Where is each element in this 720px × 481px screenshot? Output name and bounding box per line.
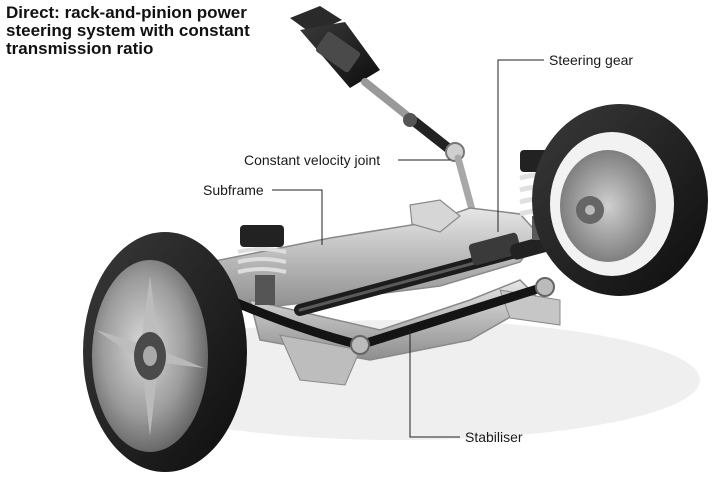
- stabiliser-bar: [225, 277, 555, 355]
- diagram-title: Direct: rack-and-pinion power steering s…: [6, 4, 250, 58]
- right-wheel: [532, 104, 708, 296]
- leader-stabiliser: [409, 330, 460, 438]
- left-wheel: [83, 232, 247, 472]
- leader-subframe: [272, 189, 323, 245]
- label-cv-joint: Constant velocity joint: [244, 152, 381, 168]
- label-steering-gear: Steering gear: [549, 52, 634, 68]
- label-stabiliser: Stabiliser: [465, 429, 523, 445]
- title-line-3: transmission ratio: [6, 39, 154, 58]
- label-subframe: Subframe: [203, 182, 264, 198]
- left-strut: [237, 225, 287, 305]
- leader-steering-gear: [497, 59, 544, 232]
- steering-column: [290, 6, 487, 243]
- subframe-part: [208, 199, 561, 386]
- ground-shadow: [100, 320, 700, 440]
- title-line-2: steering system with constant: [6, 21, 250, 40]
- leader-lines: [272, 59, 544, 438]
- steering-rack: [294, 232, 566, 316]
- title-line-1: Direct: rack-and-pinion power: [6, 3, 247, 22]
